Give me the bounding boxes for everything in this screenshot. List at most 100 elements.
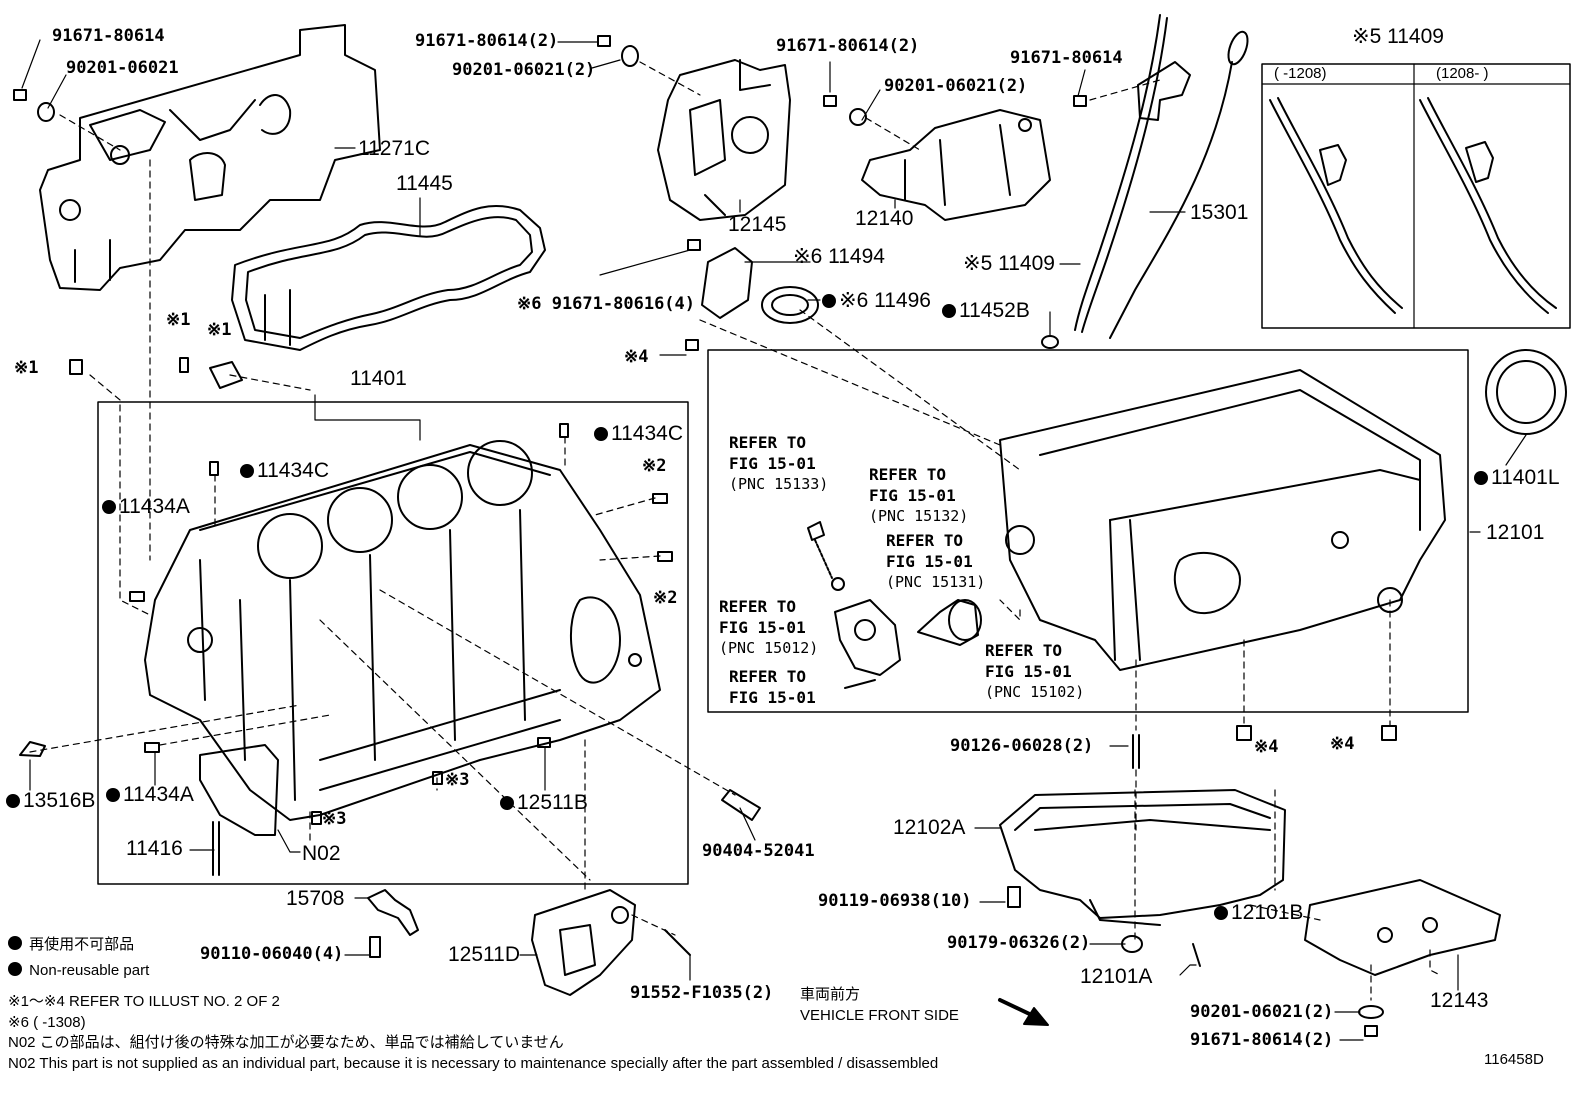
- callout-11416[interactable]: 11416: [126, 837, 183, 860]
- callout-ref4-c: ※4: [1330, 734, 1355, 754]
- inset-col-right: (1208- ): [1436, 65, 1489, 82]
- legend-en: Non-reusable part: [8, 962, 149, 978]
- note-n02-jp: N02 この部品は、組付け後の特殊な加工が必要なため、単品では補給していません: [8, 1034, 564, 1051]
- note-ref6: ※6 ( -1308): [8, 1014, 86, 1031]
- refer-line2: FIG 15-01: [886, 552, 973, 571]
- callout-11496-text: ※6 11496: [839, 289, 931, 312]
- oil-pump-parts: [807, 521, 982, 689]
- inset-col-left: ( -1208): [1274, 65, 1327, 82]
- gauge-inset-box: [1261, 63, 1571, 329]
- callout-ref2-a: ※2: [642, 456, 667, 476]
- cylinder-block-frame: [97, 401, 689, 885]
- inset-title: ※5 11409: [1352, 25, 1444, 48]
- alignment-lines: [29, 61, 1441, 1001]
- callout-90126-06028[interactable]: 90126-06028(2): [950, 736, 1094, 756]
- callout-11434c-a[interactable]: 11434C: [594, 423, 683, 444]
- refer-block-15133[interactable]: REFER TO FIG 15-01 (PNC 15133): [729, 432, 828, 495]
- refer-line2: FIG 15-01: [869, 486, 956, 505]
- callout-11494[interactable]: ※6 11494: [793, 245, 885, 268]
- callout-90179-06326[interactable]: 90179-06326(2): [947, 933, 1091, 953]
- refer-block-15131[interactable]: REFER TO FIG 15-01 (PNC 15131): [886, 530, 985, 593]
- callout-12102a[interactable]: 12102A: [893, 816, 966, 839]
- callout-ref3-a: ※3: [445, 770, 470, 790]
- callout-90201-06021-c[interactable]: 90201-06021(2): [884, 76, 1028, 96]
- callout-11434a-b-text: 11434A: [123, 783, 194, 806]
- figure-id: 116458D: [1484, 1051, 1544, 1068]
- callout-12101b[interactable]: 12101B: [1214, 902, 1303, 923]
- callout-13516b[interactable]: 13516B: [6, 790, 95, 811]
- callout-11445[interactable]: 11445: [396, 172, 453, 195]
- legend-dot-icon: [8, 962, 22, 976]
- callout-91671-80614-a[interactable]: 91671-80614: [52, 26, 165, 46]
- callout-12140[interactable]: 12140: [855, 207, 914, 230]
- callout-12101[interactable]: 12101: [1486, 521, 1545, 544]
- non-reusable-dot: [106, 788, 120, 802]
- callout-11401[interactable]: 11401: [350, 367, 407, 390]
- callout-91671-80614-c[interactable]: 91671-80614(2): [776, 36, 920, 56]
- refer-pnc: (PNC 15132): [869, 507, 969, 525]
- callout-11496[interactable]: ※6 11496: [822, 290, 931, 311]
- callout-90201-06021-d[interactable]: 90201-06021(2): [1190, 1002, 1334, 1022]
- oil-gasket: [231, 204, 546, 351]
- callout-91671-80614-e[interactable]: 91671-80614(2): [1190, 1030, 1334, 1050]
- callout-n02[interactable]: N02: [302, 842, 341, 865]
- refer-pnc: (PNC 15102): [985, 683, 1085, 701]
- refer-line1: REFER TO: [886, 531, 964, 550]
- callout-11409[interactable]: ※5 11409: [963, 252, 1055, 275]
- callout-ref1-b: ※1: [207, 320, 232, 340]
- callout-90404-52041[interactable]: 90404-52041: [702, 841, 815, 861]
- callout-15301[interactable]: 15301: [1190, 201, 1249, 224]
- rear-oil-seal: [1485, 349, 1567, 435]
- water-inlet: [861, 109, 1051, 221]
- callout-11434a-a[interactable]: 11434A: [102, 496, 190, 517]
- callout-11434a-b[interactable]: 11434A: [106, 784, 194, 805]
- timing-chain-cover: [39, 24, 381, 291]
- callout-90201-06021-b[interactable]: 90201-06021(2): [452, 60, 596, 80]
- refer-block-15012[interactable]: REFER TO FIG 15-01 (PNC 15012): [719, 596, 818, 659]
- non-reusable-dot: [1474, 471, 1488, 485]
- callout-90201-06021-a[interactable]: 90201-06021: [66, 58, 179, 78]
- callout-91671-80616[interactable]: ※6 91671-80616(4): [517, 294, 696, 314]
- callout-90119-06938[interactable]: 90119-06938(10): [818, 891, 972, 911]
- oil-pan-frame: [707, 349, 1469, 713]
- non-reusable-dot: [594, 427, 608, 441]
- callout-15708[interactable]: 15708: [286, 887, 345, 910]
- refer-pnc: (PNC 15131): [886, 573, 986, 591]
- refer-block-bolt[interactable]: REFER TO FIG 15-01: [729, 666, 816, 708]
- non-reusable-dot: [6, 794, 20, 808]
- callout-91552-f1035[interactable]: 91552-F1035(2): [630, 983, 774, 1003]
- refer-line2: FIG 15-01: [719, 618, 806, 637]
- callout-11271c[interactable]: 11271C: [358, 137, 431, 160]
- callout-11434c-b-text: 11434C: [257, 459, 330, 482]
- oil-pan-upper: [999, 369, 1446, 671]
- refer-pnc: (PNC 15133): [729, 475, 829, 493]
- callout-11452b-text: 11452B: [959, 299, 1030, 322]
- refer-block-15132[interactable]: REFER TO FIG 15-01 (PNC 15132): [869, 464, 968, 527]
- callout-91671-80614-b[interactable]: 91671-80614(2): [415, 31, 559, 51]
- refer-line1: REFER TO: [985, 641, 1063, 660]
- non-reusable-dot: [942, 304, 956, 318]
- callout-12511d[interactable]: 12511D: [448, 943, 521, 966]
- refer-block-15102[interactable]: REFER TO FIG 15-01 (PNC 15102): [985, 640, 1084, 703]
- legend-jp: 再使用不可部品: [8, 936, 134, 952]
- fasteners: [13, 35, 1397, 1037]
- callout-11401l[interactable]: 11401L: [1474, 467, 1560, 488]
- note-n02-en: N02 This part is not supplied as an indi…: [8, 1055, 939, 1072]
- callout-12511b[interactable]: 12511B: [500, 792, 588, 813]
- callout-12143[interactable]: 12143: [1430, 989, 1489, 1012]
- legend-en-text: Non-reusable part: [29, 962, 150, 979]
- callout-11452b[interactable]: 11452B: [942, 300, 1030, 321]
- callout-11434c-b[interactable]: 11434C: [240, 460, 329, 481]
- callout-11401l-text: 11401L: [1491, 466, 1560, 489]
- water-pump-housing: [657, 59, 791, 221]
- callout-91671-80614-d[interactable]: 91671-80614: [1010, 48, 1123, 68]
- callout-12101a[interactable]: 12101A: [1080, 965, 1153, 988]
- callout-12145[interactable]: 12145: [728, 213, 787, 236]
- non-reusable-dot: [1214, 906, 1228, 920]
- callout-ref2-b: ※2: [653, 588, 678, 608]
- oil-seal-parts: [701, 247, 819, 324]
- callout-ref4-a: ※4: [624, 347, 649, 367]
- legend-dot-icon: [8, 936, 22, 950]
- legend-jp-text: 再使用不可部品: [29, 936, 135, 953]
- callout-90110-06040[interactable]: 90110-06040(4): [200, 944, 344, 964]
